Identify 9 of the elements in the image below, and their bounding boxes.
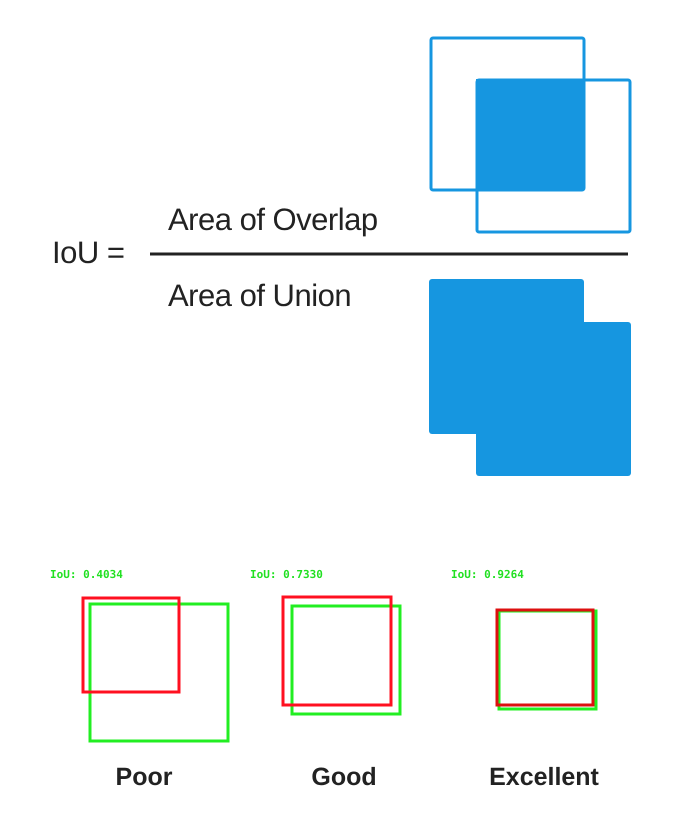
iou-score: IoU: 0.9264 — [451, 569, 524, 580]
denominator-text: Area of Union — [168, 280, 352, 311]
formula-label: IoU = — [52, 237, 124, 268]
iou-score: IoU: 0.7330 — [250, 569, 323, 580]
quality-label: Poor — [116, 765, 172, 790]
iou-score: IoU: 0.4034 — [50, 569, 123, 580]
numerator-text: Area of Overlap — [168, 204, 378, 235]
quality-label: Excellent — [489, 765, 599, 790]
quality-label: Good — [311, 765, 377, 790]
